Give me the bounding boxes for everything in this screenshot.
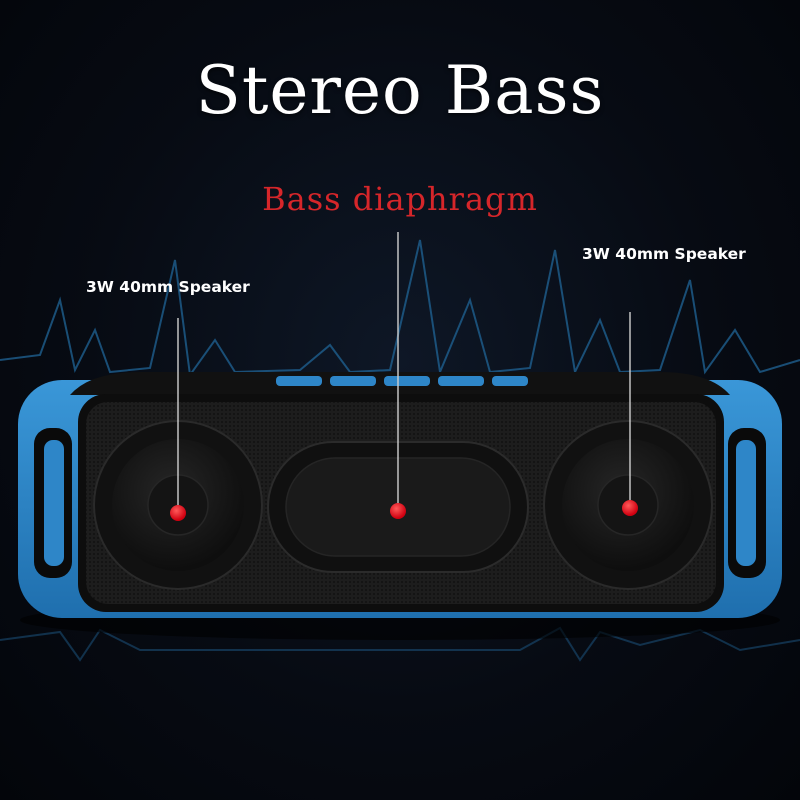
bass-diaphragm-label: Bass diaphragm [262, 180, 538, 218]
right-marker-dot [622, 500, 638, 516]
right-speaker-label: 3W 40mm Speaker [582, 245, 746, 263]
headline: Stereo Bass [195, 52, 605, 129]
control-buttons [276, 376, 528, 386]
center-marker-dot [390, 503, 406, 519]
callout-lines [177, 232, 631, 510]
left-marker-dot [170, 505, 186, 521]
left-speaker-label: 3W 40mm Speaker [86, 278, 250, 296]
